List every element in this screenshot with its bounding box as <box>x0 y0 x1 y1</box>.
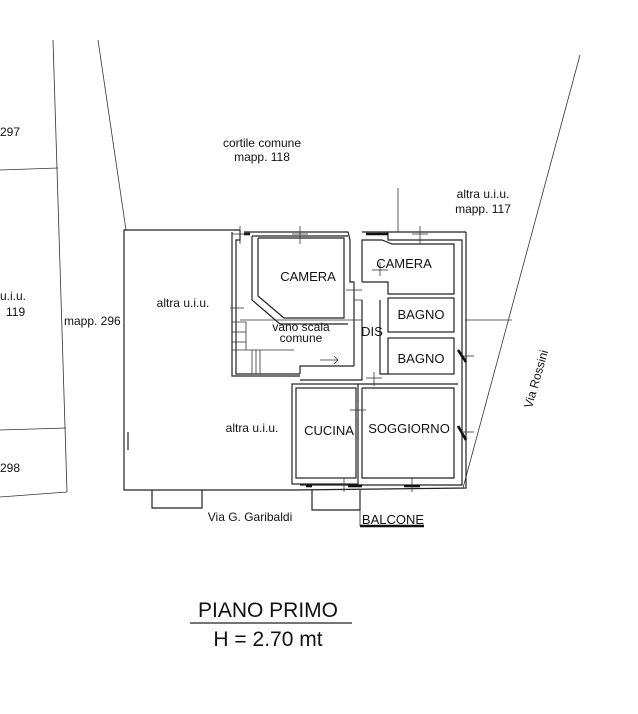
label-mapp-118: mapp. 118 <box>234 150 290 164</box>
label-via-garibaldi: Via G. Garibaldi <box>208 510 293 524</box>
building-outline <box>123 229 467 509</box>
label-mapp-298: 298 <box>0 461 20 475</box>
room-dis: DIS <box>361 324 383 339</box>
title-block: PIANO PRIMO H = 2.70 mt <box>190 599 352 651</box>
label-altra-uiu-117: altra u.i.u. <box>457 187 510 201</box>
room-balcone: BALCONE <box>362 512 424 527</box>
label-mapp-296: mapp. 296 <box>64 314 121 328</box>
room-cucina: CUCINA <box>304 423 354 438</box>
room-camera-left: CAMERA <box>280 269 336 284</box>
room-camera-right: CAMERA <box>376 256 432 271</box>
floor-title: PIANO PRIMO <box>198 599 338 622</box>
label-uiu-119: u.i.u. <box>0 289 26 303</box>
label-mapp-119: 119 <box>6 305 25 319</box>
room-bagno-upper: BAGNO <box>398 307 445 322</box>
lot-lines <box>0 39 581 498</box>
label-cortile-comune: cortile comune <box>223 136 301 150</box>
label-via-rossini: Via Rossini <box>521 348 551 409</box>
label-altra-uiu-bottom: altra u.i.u. <box>226 421 279 435</box>
room-vano-scala: vano scala <box>272 320 330 334</box>
opening-ticks <box>230 226 474 492</box>
room-vano-scala-comune: comune <box>280 331 323 345</box>
room-bagno-lower: BAGNO <box>398 351 445 366</box>
stair-block <box>231 230 363 377</box>
room-labels: CAMERA CAMERA BAGNO BAGNO DIS vano scala… <box>272 256 450 527</box>
room-soggiorno: SOGGIORNO <box>368 421 450 436</box>
label-mapp-297: 297 <box>0 125 20 139</box>
floor-height: H = 2.70 mt <box>213 628 322 651</box>
label-altra-uiu-left: altra u.i.u. <box>157 296 210 310</box>
label-mapp-117: mapp. 117 <box>455 202 511 216</box>
